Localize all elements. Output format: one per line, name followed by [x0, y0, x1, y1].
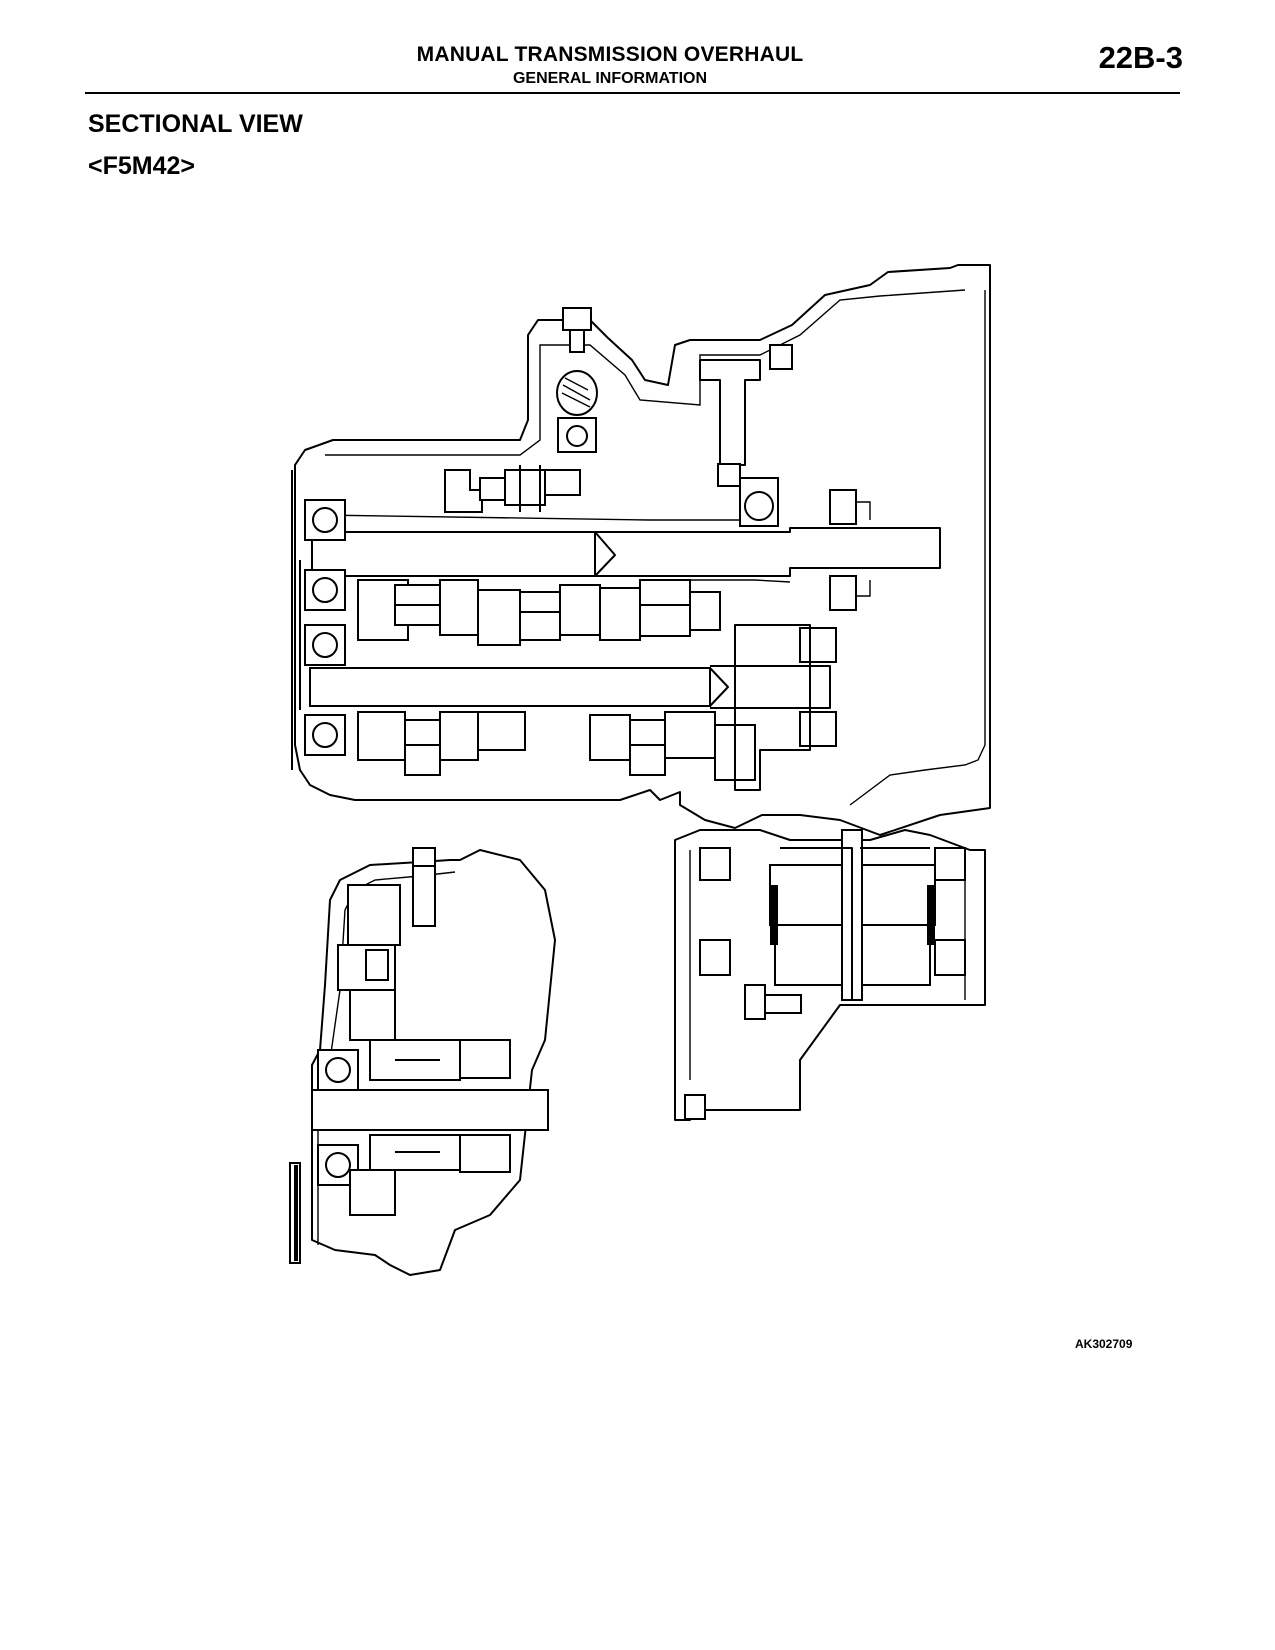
model-code: <F5M42>: [88, 152, 196, 180]
header-rule: [85, 92, 1180, 94]
page-number: 22B-3: [1098, 40, 1183, 75]
header-title: MANUAL TRANSMISSION OVERHAUL: [416, 43, 804, 66]
figure-id: AK302709: [1075, 1337, 1133, 1351]
section-title: SECTIONAL VIEW: [88, 110, 303, 138]
header-subtitle: GENERAL INFORMATION: [512, 70, 708, 87]
